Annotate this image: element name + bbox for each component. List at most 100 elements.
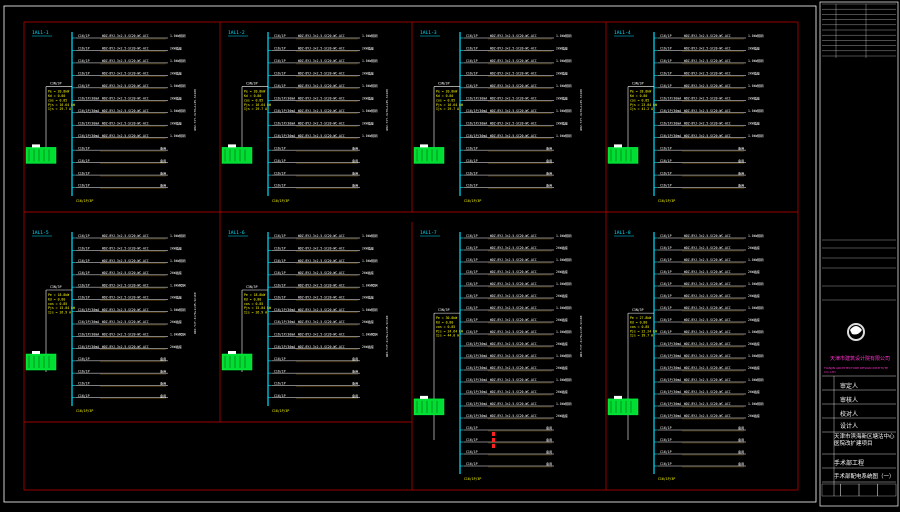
branch-load-label: 2kW插座 [170,46,182,51]
branch-breaker-label: C16/1P/30mA [466,414,487,418]
feed-cable-label: WDZ-YJY-4×70+1×35-SC100 [579,315,583,357]
branch-breaker-label: C16/1P [466,438,478,442]
branch-breaker-label: C16/1P [660,258,672,262]
branch-load-label: 1.0kW照明 [748,134,764,138]
branch-load-label: 1.0kW照明 [748,378,764,382]
branch-spare-label: 备用 [160,158,166,163]
panel-param: Pjs = 24.64 kW [436,329,463,333]
branch-breaker-label: C16/1P/30mA [466,109,487,113]
branch-breaker-label: C16/1P/30mA [78,320,99,324]
branch-cable-label: WDZ-BYJ-3×2.5-SC20-WC-ACC [684,402,731,406]
branch-load-label: 2kW插座 [748,365,760,370]
branch-load-label: 2kW插座 [748,317,760,322]
branch-load-label: 2kW插座 [748,96,760,101]
branch-breaker-label: C16/1P/30mA [660,378,681,382]
branch-breaker-label: C16/1P [660,72,672,76]
branch-load-label: 1.0kW照明 [362,283,378,287]
branch-cable-label: WDZ-BYJ-3×2.5-SC20-WC-ACC [490,294,537,298]
feed-cable-label: WDZ-YJY-4×70+1×35-SC100 [579,89,583,131]
panel-id: 1AL1-7 [420,230,437,236]
branch-breaker-label: C16/1P [466,258,478,262]
branch-load-label: 1.0kW照明 [748,282,764,286]
incoming-breaker-label: C3N/3P [438,82,450,86]
branch-breaker-label: C16/1P [660,462,672,466]
branch-cable-label: WDZ-BYJ-3×2.5-SC20-WC-ACC [102,296,149,300]
branch-load-label: 1.0kW照明 [362,84,378,88]
panel-bottom-label: C16/1P/3P [658,477,675,481]
branch-cable-label: WDZ-BYJ-3×2.5-SC20-WC-ACC [490,97,537,101]
branch-breaker-label: C16/1P [78,234,90,238]
branch-spare-label: 备用 [352,381,358,386]
branch-breaker-label: C16/1P [274,146,286,150]
branch-cable-label: WDZ-BYJ-3×2.5-SC20-WC-ACC [298,320,345,324]
branch-spare-label: 备用 [738,449,744,454]
branch-spare-label: 备用 [352,170,358,175]
branch-spare-label: 备用 [352,368,358,373]
branch-load-label: 1.0kW照明 [556,306,572,310]
branch-load-label: 1.0kW照明 [170,308,186,312]
branch-breaker-label: C16/1P [466,146,478,150]
branch-cable-label: WDZ-BYJ-3×2.5-SC20-WC-ACC [102,308,149,312]
panel-param: Ijs = 26.9 A [48,311,71,315]
branch-spare-label: 备用 [546,425,552,430]
branch-cable-label: WDZ-BYJ-3×2.5-SC20-WC-ACC [684,318,731,322]
meter-box [25,147,57,164]
branch-load-label: 1.0kW照明 [748,306,764,310]
panel-param: Pe = 27.8kW [630,316,651,320]
branch-cable-label: WDZ-BYJ-3×2.5-SC20-WC-ACC [298,72,345,76]
branch-load-label: 2kW插座 [556,120,568,125]
branch-spare-label: 备用 [160,356,166,361]
branch-cable-label: WDZ-BYJ-3×2.5-SC20-WC-ACC [684,84,731,88]
panel-param: Pjs = 16.64 kW [48,103,75,107]
branch-breaker-label: C16/1P/30mA [274,109,295,113]
panel-param: Pe = 20.8kW [244,90,265,94]
branch-breaker-label: C16/1P/30mA [78,97,99,101]
branch-load-label: 2kW插座 [748,389,760,394]
panel-param: Pjs = 22.24 kW [630,329,657,333]
branch-breaker-label: C16/1P [466,426,478,430]
branch-breaker-label: C16/1P [660,330,672,334]
branch-load-label: 2kW插座 [556,293,568,298]
branch-cable-label: WDZ-BYJ-3×2.5-SC20-WC-ACC [298,308,345,312]
branch-cable-label: WDZ-BYJ-3×2.5-SC20-WC-ACC [298,84,345,88]
branch-spare-label: 备用 [160,170,166,175]
feed-cable-label: WDZ-YJY-4×70+1×35-SC100 [0,292,1,334]
branch-load-label: 2kW插座 [556,389,568,394]
panel-param: cos = 0.85 [436,98,455,102]
branch-breaker-label: C16/1P [466,159,478,163]
meter-box [607,398,639,416]
branch-breaker-label: C16/1P [660,159,672,163]
panel-param: Pe = 20.8kW [48,90,69,94]
panel-param: Kd = 0.80 [436,94,453,98]
meter-box-tag [614,395,622,399]
panel-bottom-label: C16/1P/3P [658,199,675,203]
drawing-frame [3,5,817,503]
panel-bottom-label: C16/1P/3P [272,199,289,203]
incoming-breaker-label: C3N/3P [50,82,62,86]
branch-cable-label: WDZ-BYJ-3×2.5-SC20-WC-ACC [298,59,345,63]
branch-spare-label: 备用 [546,158,552,163]
